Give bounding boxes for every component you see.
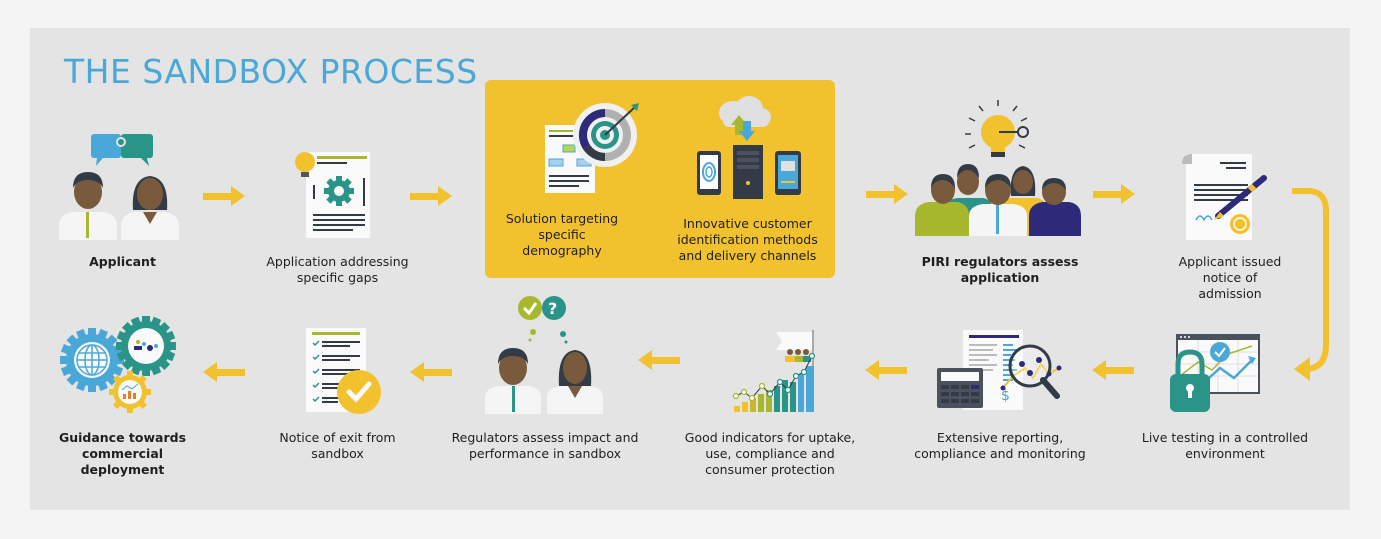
arrow-right-icon (1093, 184, 1137, 204)
svg-text:?: ? (548, 299, 557, 318)
arrow-left-icon (865, 360, 909, 380)
people-puzzle-icon (55, 130, 180, 240)
arrow-right-icon (866, 184, 910, 204)
step-label-reporting: Extensive reporting, compliance and moni… (914, 430, 1086, 461)
team-lightbulb-icon (913, 98, 1083, 238)
step-label-application: Application addressing specific gaps (266, 254, 409, 285)
calculator-magnifier-icon: $ (935, 328, 1065, 413)
step-label-piri: PIRI regulators assess application (921, 254, 1079, 285)
people-question-icon: ? (483, 294, 608, 414)
signed-document-icon (1180, 152, 1270, 242)
step-label-guidance: Guidance towards commercial deployment (58, 430, 187, 477)
step-label-innovative: Innovative customer identification metho… (677, 216, 818, 263)
checklist-icon (304, 326, 384, 416)
step-label-indicators: Good indicators for uptake, use, complia… (684, 430, 856, 477)
arrow-left-icon (410, 362, 454, 382)
arrow-left-icon (1092, 360, 1136, 380)
svg-text:$: $ (1001, 388, 1010, 404)
arrow-left-icon (203, 362, 247, 382)
cloud-devices-icon (693, 95, 805, 205)
arrow-curve-down-icon (1290, 185, 1335, 385)
target-document-icon (543, 103, 643, 198)
step-label-regulators-assess: Regulators assess impact and performance… (451, 430, 639, 461)
gears-icon (58, 316, 183, 416)
step-label-admission: Applicant issued notice of admission (1178, 254, 1282, 301)
step-label-solution: Solution targeting specific demography (505, 211, 619, 258)
diagram-title: THE SANDBOX PROCESS (64, 52, 478, 91)
arrow-right-icon (410, 186, 454, 206)
document-gear-icon (293, 150, 373, 240)
step-label-live-testing: Live testing in a controlled environment (1141, 430, 1309, 461)
growth-chart-icon (730, 328, 820, 416)
arrow-right-icon (203, 186, 247, 206)
step-label-applicant: Applicant (89, 254, 156, 269)
lock-chart-icon (1168, 332, 1263, 417)
arrow-left-icon (638, 350, 682, 370)
step-label-exit: Notice of exit from sandbox (279, 430, 396, 461)
